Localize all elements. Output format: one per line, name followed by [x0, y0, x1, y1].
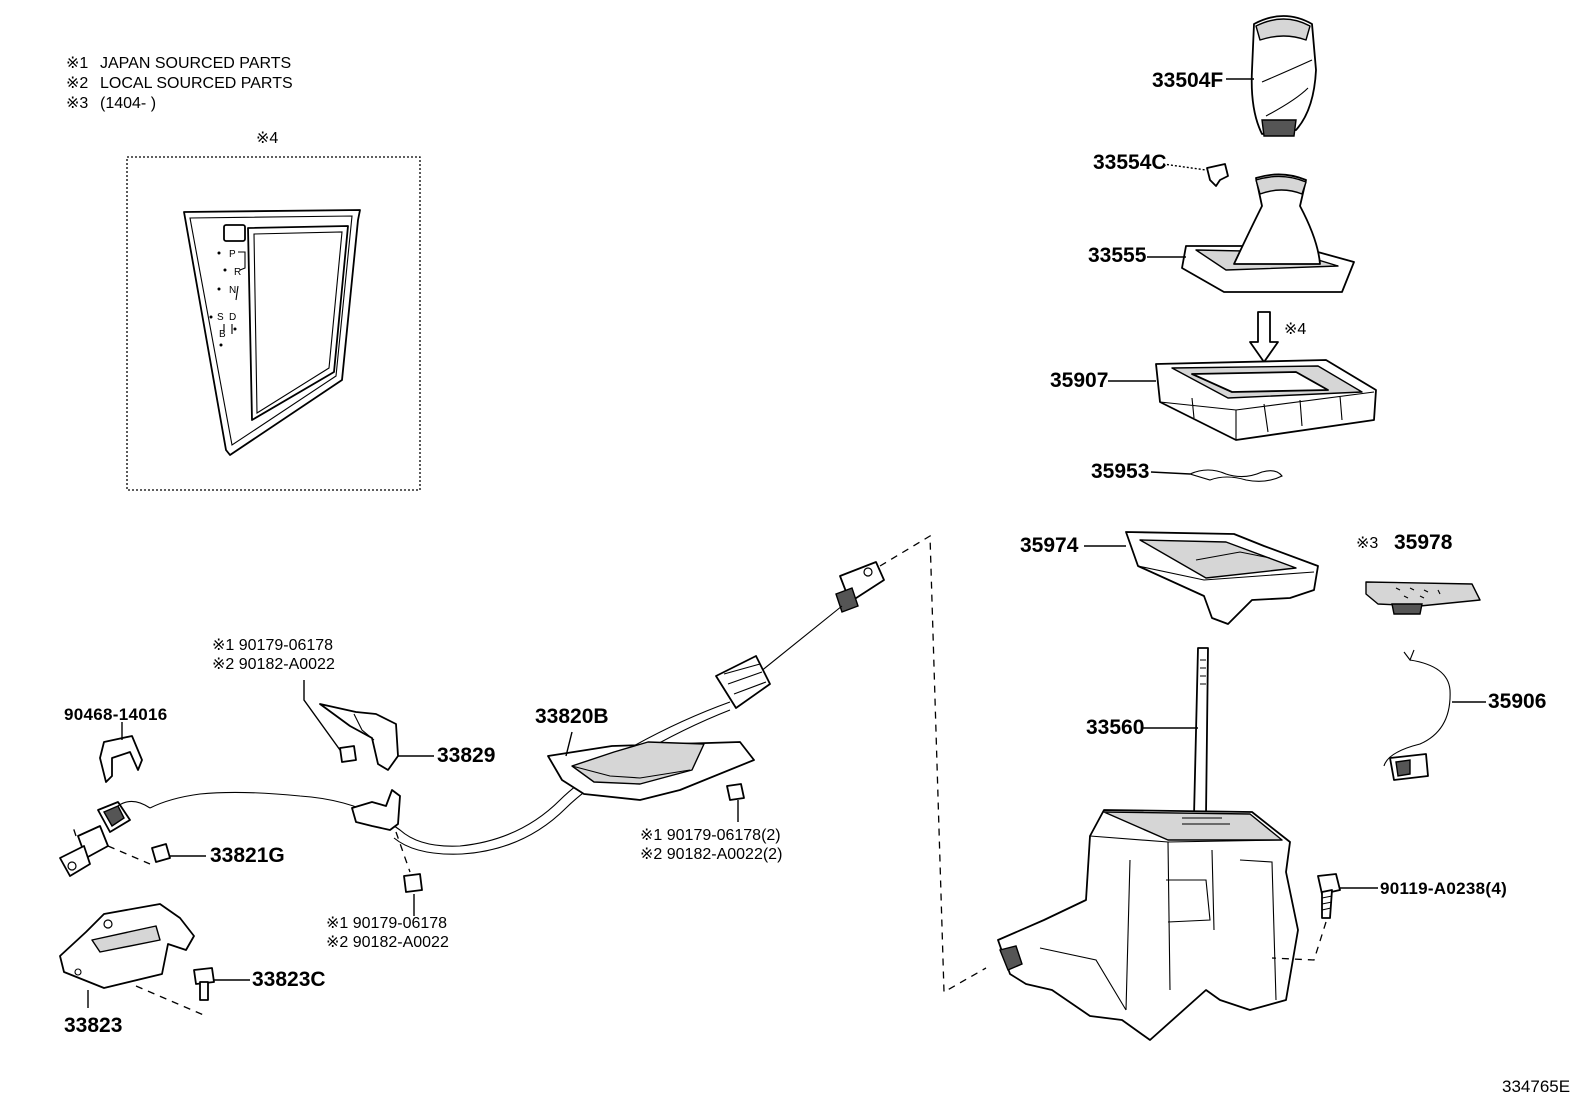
label-33829-nut-2: ※2 90182-A0022: [212, 656, 335, 673]
note-1-text: JAPAN SOURCED PARTS: [100, 55, 291, 72]
note-3-text: (1404- ): [100, 95, 156, 112]
label-35974: 35974: [1020, 534, 1079, 557]
retaining-clip: [99, 735, 143, 783]
note-2-text: LOCAL SOURCED PARTS: [100, 75, 293, 92]
gear-p: P: [229, 249, 236, 260]
part-35907: 35907: [1050, 359, 1377, 441]
label-33820B: 33820B: [535, 705, 609, 728]
label-33829: 33829: [437, 744, 495, 767]
arrow-inset-ref: ※4: [1249, 311, 1306, 363]
gear-s: S: [217, 312, 224, 323]
part-33504F: 33504F: [1152, 15, 1317, 137]
part-35974: 35974: [1020, 531, 1319, 625]
inset-mark: ※4: [256, 130, 278, 147]
note-2-mark: ※2: [66, 75, 88, 92]
nut-icon-cable: [403, 873, 423, 893]
bolt-icon-33823C: [193, 967, 215, 985]
part-33820B: 33820B: [149, 561, 885, 855]
shift-lever-housing: [997, 809, 1299, 1041]
label-33823C: 33823C: [252, 968, 326, 991]
label-33821G: 33821G: [210, 844, 285, 867]
boot: [1233, 173, 1321, 265]
down-arrow-icon: [1249, 311, 1279, 363]
label-35953: 35953: [1091, 460, 1149, 483]
label-33820B-nut-1: ※1 90179-06178(2): [640, 827, 781, 844]
shift-knob: [1250, 15, 1317, 135]
bulb-wire: [1188, 469, 1283, 482]
nut-icon-33821G: [151, 843, 171, 863]
label-33555: 33555: [1088, 244, 1147, 267]
link-dashed: [879, 534, 987, 994]
part-90468-14016: 90468-14016: [64, 705, 168, 783]
clamp: [351, 789, 401, 831]
part-nut-33820B: ※1 90179-06178(2) ※2 90182-A0022(2): [640, 783, 782, 863]
shift-lever-rod: [1193, 647, 1209, 817]
cable-adjuster: [715, 655, 771, 709]
nut-icon: [726, 783, 745, 801]
label-90119-A0238: 90119-A0238(4): [1380, 879, 1507, 898]
label-33560: 33560: [1086, 716, 1144, 739]
label-35907: 35907: [1050, 369, 1108, 392]
notes-block: ※1 JAPAN SOURCED PARTS ※2 LOCAL SOURCED …: [66, 55, 293, 112]
gear-r: R: [234, 267, 241, 278]
label-33820B-nut-2: ※2 90182-A0022(2): [640, 846, 782, 863]
note-1-mark: ※1: [66, 55, 88, 72]
part-33554C: 33554C: [1093, 151, 1229, 187]
gear-b: B: [219, 329, 226, 340]
label-cable-nut-2: ※2 90182-A0022: [326, 934, 449, 951]
label-33554C: 33554C: [1093, 151, 1167, 174]
inset-shift-plate: ※4 P R N D S B: [126, 130, 421, 491]
label-35906: 35906: [1488, 690, 1546, 713]
label-33504F: 33504F: [1152, 69, 1223, 92]
bolt-head: [1317, 873, 1341, 895]
label-90468-14016: 90468-14016: [64, 705, 168, 724]
part-33829: 33829 ※1 90179-06178 ※2 90182-A0022: [212, 637, 495, 771]
part-33821G: 33821G: [151, 843, 285, 867]
gear-d: D: [229, 312, 236, 323]
harness-wire: [1383, 659, 1451, 767]
indicator-button: [223, 224, 246, 242]
part-33560: 33560: [997, 647, 1299, 1041]
gear-n: N: [229, 285, 236, 296]
clip: [1206, 163, 1229, 187]
part-35906: 35906: [1383, 649, 1546, 781]
cable-clamp: ※1 90179-06178 ※2 90182-A0022: [326, 789, 449, 951]
cable-eye: [59, 845, 91, 877]
cable-end-lower: [59, 800, 151, 877]
part-33823: 33823: [59, 903, 207, 1037]
part-33823C: 33823C: [193, 967, 326, 1001]
circuit-board: [1365, 581, 1481, 607]
label-33829-nut-1: ※1 90179-06178: [212, 637, 333, 654]
note-3-mark: ※3: [66, 95, 88, 112]
cable-clamp-bracket: [319, 703, 399, 771]
arrow-mark: ※4: [1284, 321, 1306, 338]
nut-icon-33829: [339, 745, 357, 763]
label-cable-nut-1: ※1 90179-06178: [326, 915, 447, 932]
part-90119-A0238: 90119-A0238(4): [1271, 873, 1507, 961]
part-35978: ※3 35978: [1356, 531, 1481, 615]
label-35978-mark: ※3: [1356, 535, 1378, 552]
label-35978: 35978: [1394, 531, 1453, 554]
part-33555: 33555: [1088, 173, 1355, 293]
part-35953: 35953: [1091, 460, 1283, 483]
inset-frame: [126, 156, 421, 491]
figure-id: 334765E: [1502, 1077, 1570, 1096]
label-33823: 33823: [64, 1014, 122, 1037]
